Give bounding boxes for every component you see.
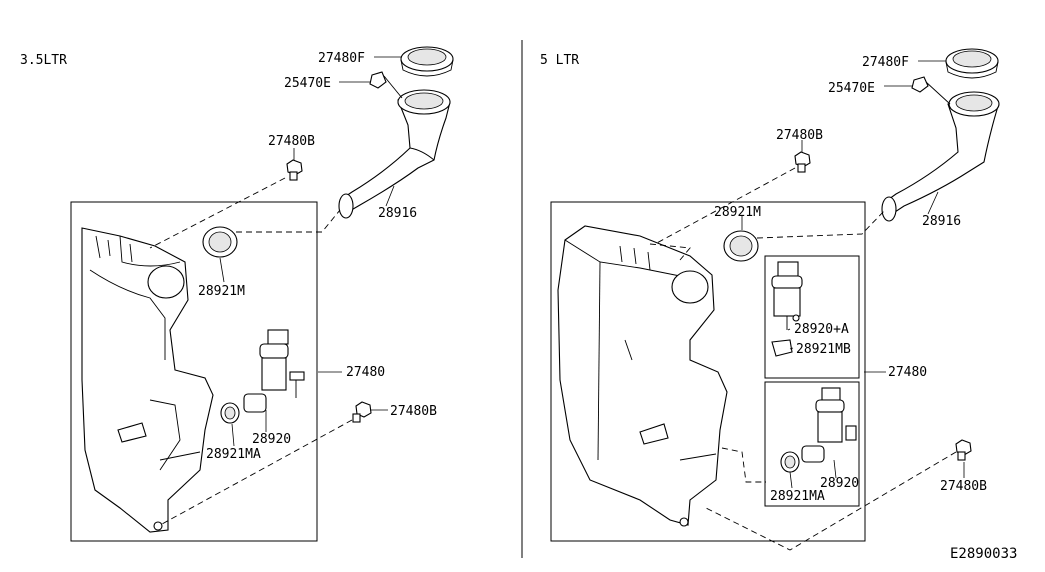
- label-cap: 27480F: [862, 55, 909, 70]
- label-pump-grommet: 28921MA: [770, 489, 825, 504]
- bolt-bottom: [955, 439, 972, 461]
- neck-grommet: [202, 226, 238, 258]
- bolt-top: [794, 151, 811, 173]
- pump-inset: [764, 381, 860, 507]
- left-section-title: 3.5LTR: [20, 53, 67, 68]
- label-pump-a: 28920+A: [794, 322, 849, 337]
- label-bolt-top: 27480B: [776, 128, 823, 143]
- bolt-top: [286, 159, 303, 181]
- diagram-code: E2890033: [950, 546, 1017, 562]
- label-grommet: 28921M: [198, 284, 245, 299]
- filler-neck-hose: [881, 91, 1000, 222]
- right-tank-frame: [550, 201, 866, 542]
- right-dash-grommet: [756, 209, 886, 239]
- filler-cap: [945, 48, 999, 79]
- label-pump-a-grommet: 28921MB: [796, 342, 851, 357]
- left-tank-frame: [70, 201, 318, 542]
- filler-cap: [400, 46, 454, 77]
- right-dash-tank-mark: [649, 243, 691, 261]
- label-tank: 27480: [346, 365, 385, 380]
- filler-neck-hose: [338, 89, 451, 219]
- hose-clip: [369, 71, 403, 99]
- washer-pump-a: [771, 261, 803, 330]
- label-pump: 28920: [252, 432, 291, 447]
- pump-grommet: [780, 451, 800, 473]
- right-dash-bolt-top: [654, 167, 796, 245]
- left-dash-bolt-right: [161, 419, 353, 525]
- right-section-title: 5 LTR: [540, 53, 579, 68]
- label-hose: 28916: [378, 206, 417, 221]
- right-dash-pump-inset: [721, 447, 766, 483]
- label-bolt-bottom: 27480B: [940, 479, 987, 494]
- bolt-right: [352, 401, 372, 423]
- hose-clip: [911, 76, 951, 105]
- label-bolt-top: 27480B: [268, 134, 315, 149]
- washer-tank: [81, 227, 214, 533]
- label-clip: 25470E: [284, 76, 331, 91]
- washer-tank: [557, 225, 728, 527]
- label-pump-grommet: 28921MA: [206, 447, 261, 462]
- left-dash-bolt-top: [149, 177, 286, 249]
- right-dash-bolt-bottom: [705, 451, 957, 551]
- pump-a-inset: [764, 255, 860, 379]
- left-dash-grommet: [236, 209, 341, 233]
- left-section: 3.5LTR: [20, 46, 454, 542]
- label-clip: 25470E: [828, 81, 875, 96]
- pump-grommet: [220, 402, 240, 424]
- label-cap: 27480F: [318, 51, 365, 66]
- washer-pump: [801, 387, 857, 463]
- right-section: 5 LTR: [540, 48, 1000, 551]
- label-bolt-right: 27480B: [390, 404, 437, 419]
- label-tank: 27480: [888, 365, 927, 380]
- label-grommet: 28921M: [714, 205, 761, 220]
- label-pump: 28920: [820, 476, 859, 491]
- pump-a-grommet: [771, 339, 793, 357]
- washer-pump: [243, 329, 305, 413]
- label-hose: 28916: [922, 214, 961, 229]
- neck-grommet: [723, 230, 759, 262]
